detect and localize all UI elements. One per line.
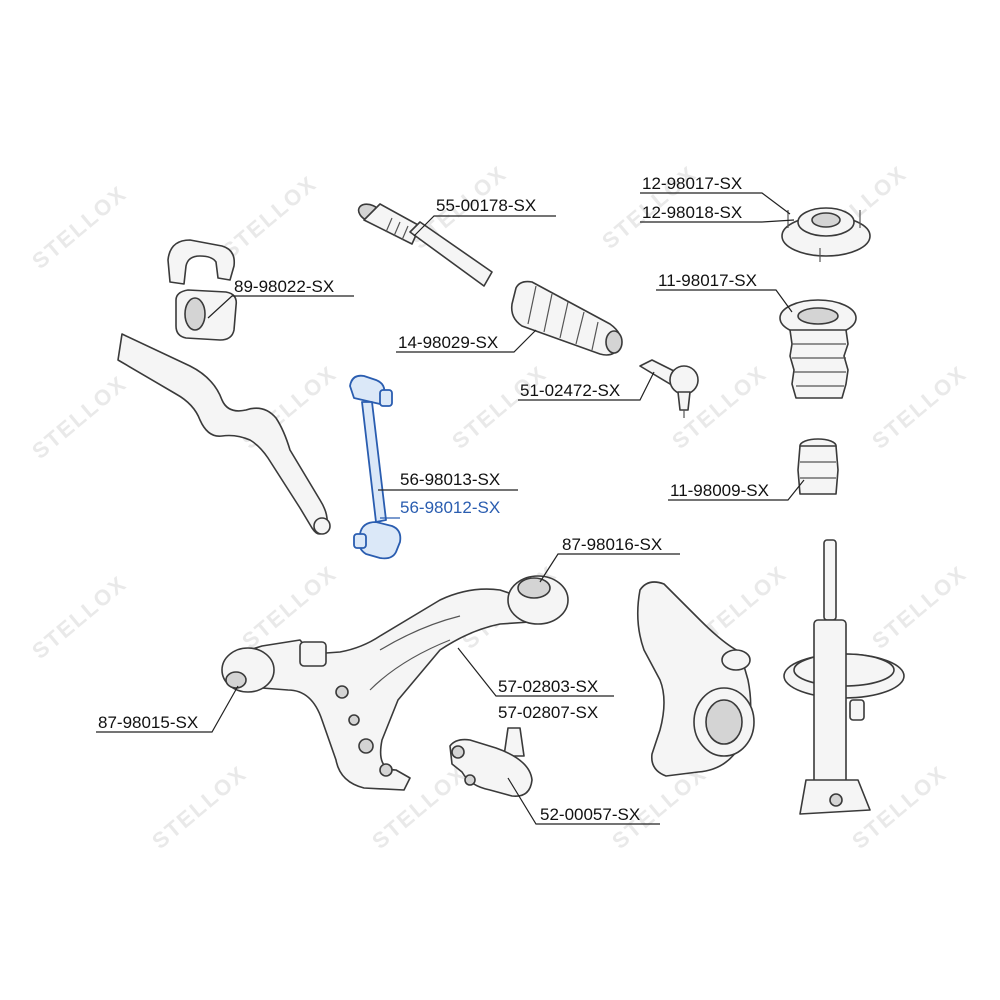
watermark: STELLOX	[867, 560, 972, 653]
watermark: STELLOX	[27, 570, 132, 663]
leader-12-98017-sx	[640, 192, 791, 215]
strut-mount-part[interactable]	[781, 207, 871, 262]
stabilizer-bar-part	[117, 333, 331, 535]
label-14-98029-sx[interactable]: 14-98029-SX	[398, 333, 498, 352]
leader-52-00057-sx	[507, 777, 660, 825]
label-12-98017-sx[interactable]: 12-98017-SX	[642, 174, 742, 193]
label-57-02803-sx[interactable]: 57-02803-SX	[498, 677, 598, 696]
label-57-02807-sx[interactable]: 57-02807-SX	[498, 703, 598, 722]
watermark: STELLOX	[27, 180, 132, 273]
label-56-98013-sx[interactable]: 56-98013-SX	[400, 470, 500, 489]
strut-boot-part[interactable]	[779, 299, 857, 399]
leader-87-98016-sx	[539, 553, 680, 583]
watermark: STELLOX	[27, 370, 132, 463]
leader-12-98018-sx	[640, 219, 795, 223]
ball-joint-part[interactable]	[449, 727, 533, 797]
control-arm-part[interactable]	[229, 588, 531, 791]
label-12-98018-sx[interactable]: 12-98018-SX	[642, 203, 742, 222]
leader-11-98017-sx	[656, 289, 793, 313]
leader-51-02472-sx	[518, 371, 655, 401]
rear-bushing-part[interactable]	[221, 641, 327, 693]
bump-stop-part[interactable]	[797, 438, 839, 495]
label-11-98009-sx[interactable]: 11-98009-SX	[670, 481, 769, 500]
label-55-00178-sx[interactable]: 55-00178-SX	[436, 196, 536, 215]
label-11-98017-sx[interactable]: 11-98017-SX	[658, 271, 757, 290]
label-87-98016-sx[interactable]: 87-98016-SX	[562, 535, 662, 554]
leader-lines	[96, 192, 805, 825]
watermark: STELLOX	[867, 360, 972, 453]
label-56-98012-sx[interactable]: 56-98012-SX	[400, 498, 500, 517]
label-51-02472-sx[interactable]: 51-02472-SX	[520, 381, 620, 400]
rack-boot-part[interactable]	[510, 280, 623, 356]
part-labels: 55-00178-SX 12-98017-SX 12-98018-SX 89-9…	[98, 174, 769, 824]
shock-absorber-part	[783, 539, 905, 815]
tie-rod-end-part[interactable]	[639, 359, 699, 418]
leader-57-02803-sx	[457, 647, 614, 697]
front-bushing-part[interactable]	[507, 575, 569, 625]
leader-11-98009-sx	[668, 479, 805, 501]
leader-55-00178-sx	[413, 215, 556, 237]
watermark: STELLOX	[147, 760, 252, 853]
leader-89-98022-sx	[207, 295, 354, 319]
steering-knuckle-part	[636, 581, 755, 777]
label-52-00057-sx[interactable]: 52-00057-SX	[540, 805, 640, 824]
tie-rod-part[interactable]	[356, 201, 493, 287]
label-89-98022-sx[interactable]: 89-98022-SX	[234, 277, 334, 296]
stabilizer-bushing-part[interactable]	[167, 239, 238, 341]
label-87-98015-sx[interactable]: 87-98015-SX	[98, 713, 198, 732]
watermark: STELLOX	[237, 560, 342, 653]
leader-14-98029-sx	[396, 329, 537, 353]
leader-87-98015-sx	[96, 685, 239, 733]
watermark: STELLOX	[447, 360, 552, 453]
stabilizer-link-part[interactable]	[349, 374, 402, 560]
watermark: STELLOX	[217, 170, 322, 263]
